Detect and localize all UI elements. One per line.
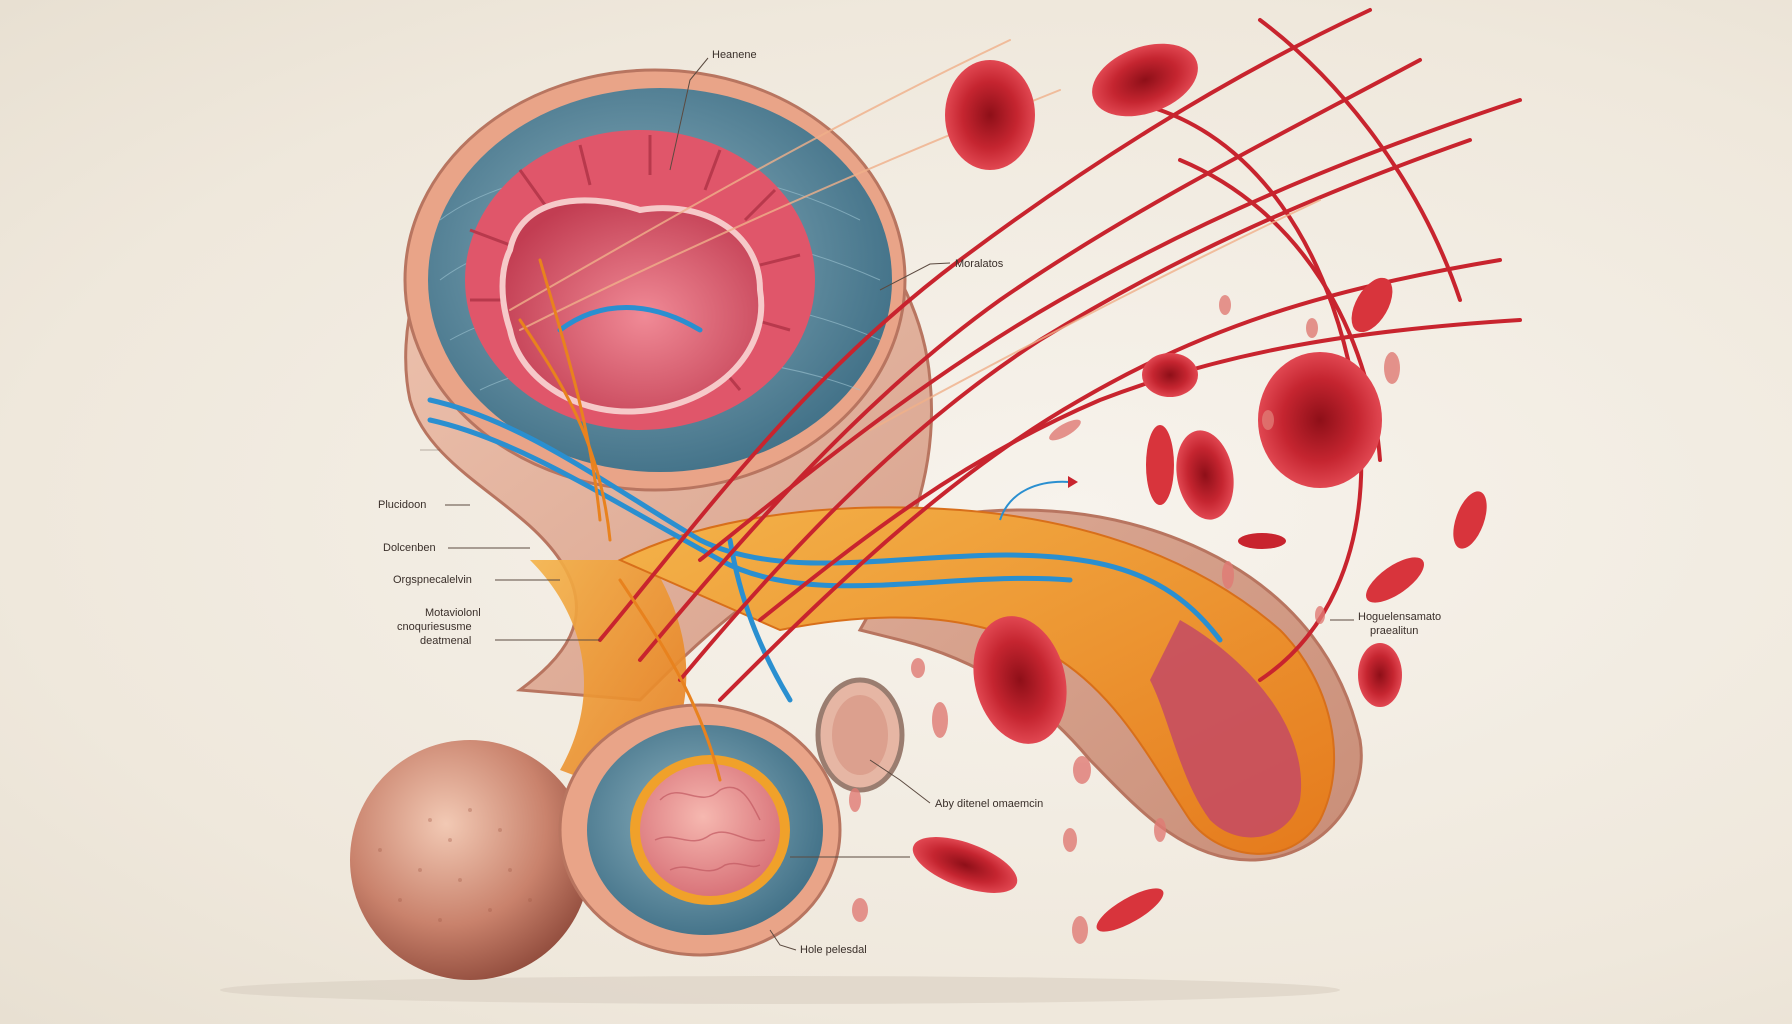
nerve-branches-orange (518, 258, 722, 782)
rbc (1146, 425, 1174, 505)
leader-lower-mid (869, 759, 931, 804)
floor-shadow (220, 976, 1340, 1004)
rbc (1096, 888, 1164, 932)
label-left-3: Orgspnecalelvin (393, 574, 472, 586)
rbc (1238, 533, 1286, 549)
leader-top (669, 57, 709, 171)
label-upper-right: Moralatos (955, 258, 1004, 270)
label-bottom: Hole pelesdal (800, 944, 867, 956)
rbc (1366, 557, 1424, 603)
leader-bottom (769, 929, 797, 951)
label-top: Heanene (712, 49, 757, 61)
red-blood-cells (849, 43, 1487, 944)
inner-tube (1150, 620, 1302, 838)
small-disc (815, 677, 905, 793)
textured-sphere (350, 740, 590, 980)
lower-cross-section (558, 703, 842, 957)
label-left-1: Plucidoon (378, 499, 426, 511)
label-lower-mid: Aby ditenel omaemcin (935, 798, 1043, 810)
label-right-a: Hoguelensamato (1358, 611, 1441, 623)
rbc (1358, 643, 1402, 707)
label-left-4c: deatmenal (420, 635, 471, 647)
organ-cross-section (403, 68, 907, 492)
label-left-2: Dolcenben (383, 542, 436, 554)
label-left-4b: cnoquriesusme (397, 621, 472, 633)
rbc (1258, 352, 1382, 488)
rbc (1142, 353, 1198, 397)
label-left-4a: Motaviolonl (425, 607, 481, 619)
flow-arrow (999, 476, 1078, 521)
rbc (945, 60, 1035, 170)
rbc (1453, 491, 1487, 549)
rbc (973, 616, 1067, 744)
rbc-fragments (849, 295, 1400, 944)
arteries (598, 8, 1522, 702)
leader-lines (420, 57, 1354, 951)
leader-upper-right (879, 262, 951, 291)
label-right-b: praealitun (1370, 625, 1418, 637)
sphere-texture-dots (378, 808, 532, 922)
veins (427, 305, 1223, 703)
labels: Heanene Moralatos Plucidoon Dolcenben Or… (378, 49, 1441, 956)
rbc (1092, 43, 1198, 117)
rbc (1176, 430, 1234, 520)
rbc (1351, 277, 1393, 333)
rbc (912, 837, 1018, 893)
